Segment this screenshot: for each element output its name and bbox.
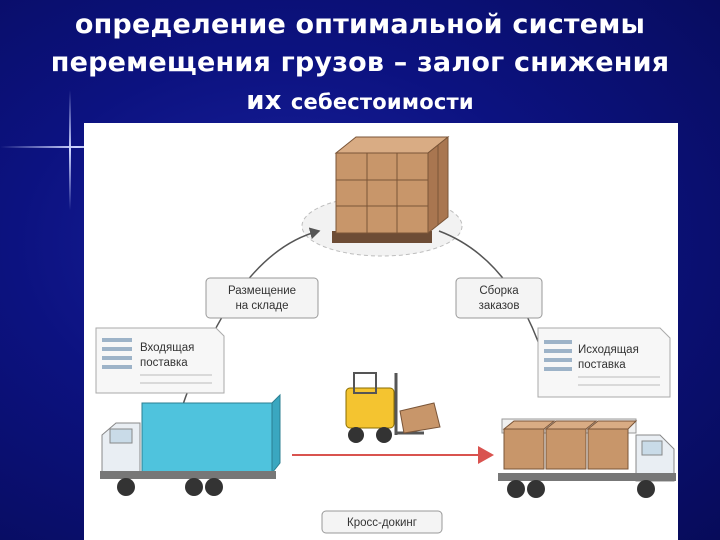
title-line-3: их себестоимости: [0, 82, 720, 121]
document-inbound-line1: Входящая: [140, 342, 194, 354]
label-crossdock: Кросс-докинг: [322, 511, 442, 533]
label-storage-line1: Размещение: [228, 285, 296, 297]
slide-title: определение оптимальной системы перемеще…: [0, 6, 720, 121]
title-line-2: перемещения грузов – залог снижения: [0, 44, 720, 82]
warehouse-pallet: [302, 137, 462, 256]
title-line-3-big: их: [246, 86, 281, 116]
label-picking-line1: Сборка: [479, 285, 519, 297]
diagram-panel: Размещение на складе Сборка заказов Вход…: [84, 123, 678, 540]
title-line-3-small: себестоимости: [291, 90, 474, 114]
document-outbound-line2: поставка: [578, 359, 626, 371]
label-crossdock-text: Кросс-докинг: [347, 517, 417, 529]
label-storage: Размещение на складе: [206, 278, 318, 318]
inbound-truck-icon: [100, 395, 280, 496]
label-picking: Сборка заказов: [456, 278, 542, 318]
document-outbound: Исходящая поставка: [538, 328, 670, 397]
outbound-truck-icon: [498, 419, 676, 498]
title-line-1: определение оптимальной системы: [0, 6, 720, 44]
document-outbound-line1: Исходящая: [578, 344, 639, 356]
document-inbound: Входящая поставка: [96, 328, 224, 393]
forklift-icon: [346, 373, 440, 443]
label-storage-line2: на складе: [235, 300, 288, 312]
label-picking-line2: заказов: [479, 300, 520, 312]
document-inbound-line2: поставка: [140, 357, 188, 369]
logistics-diagram: Размещение на складе Сборка заказов Вход…: [84, 123, 678, 540]
